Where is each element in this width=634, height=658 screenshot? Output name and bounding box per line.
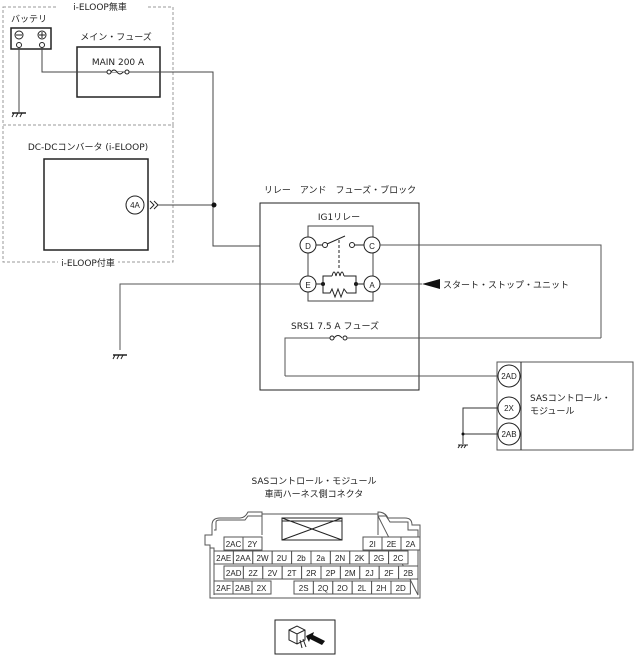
connector-pin-2w: 2W	[257, 554, 269, 563]
relay-label: IG1リレー	[318, 213, 360, 223]
connector-pin-2f: 2F	[384, 569, 393, 578]
connector-pin-2aa: 2AA	[236, 554, 252, 563]
terminal-c: C	[369, 242, 375, 251]
connector-title-line2: 車両ハーネス側コネクタ	[265, 488, 364, 500]
connector-pin-2a: 2A	[406, 540, 416, 549]
sas-terminal-2ab: 2AB	[501, 430, 516, 439]
connector-pin-2v: 2V	[268, 569, 278, 578]
srs-fuse-icon	[329, 335, 348, 341]
dcdc-box	[43, 158, 149, 251]
relay-block-label: リレー アンド フューズ・ブロック	[264, 184, 416, 196]
connector-title-line1: SASコントロール・モジュール	[251, 477, 376, 487]
connector-pin-2c: 2C	[393, 554, 403, 563]
connector-pin-cell	[398, 565, 419, 580]
connector-icon	[149, 200, 159, 210]
battery-icon	[10, 27, 52, 50]
relay-coil-icon	[316, 271, 364, 299]
terminal-d: D	[305, 242, 311, 251]
connector-key-icon	[281, 517, 343, 541]
main-fuse-label: メイン・フューズ	[80, 31, 152, 43]
dcdc-terminal-4a: 4A	[130, 201, 140, 210]
relay-switch-icon	[316, 235, 364, 270]
connector-pin-2j: 2J	[365, 569, 373, 578]
battery-label: バッテリ	[11, 14, 47, 25]
connector-pin-2ab: 2AB	[235, 584, 250, 593]
main-fuse-icon	[106, 69, 130, 75]
start-stop-label: スタート・ストップ・ユニット	[443, 280, 569, 291]
srs-fuse-label: SRS1 7.5 A フューズ	[291, 320, 379, 332]
connector-pin-2m: 2M	[345, 569, 356, 578]
connector-pin-2ac: 2AC	[226, 540, 242, 549]
connector-pin-2ad: 2AD	[226, 569, 242, 578]
sas-label-line2: モジュール	[530, 407, 574, 417]
connector-pin-cell	[251, 580, 272, 595]
connector-pin-2g: 2G	[374, 554, 385, 563]
arrow-icon	[422, 279, 440, 289]
connector-pin-2y: 2Y	[248, 540, 258, 549]
ground-icon	[11, 112, 26, 118]
connector-pin-2b: 2b	[297, 554, 306, 563]
connector-pin-2u: 2U	[277, 554, 287, 563]
connector-pin-2af: 2AF	[216, 584, 231, 593]
main-fuse-rating: MAIN 200 A	[92, 58, 145, 68]
no-eloop-label: i-ELOOP無車	[73, 1, 127, 13]
ground-icon	[457, 444, 468, 449]
connector-pin-cell	[388, 550, 409, 565]
dcdc-label: DC-DCコンバータ (i-ELOOP)	[28, 142, 148, 153]
sas-terminal-2x: 2X	[504, 404, 514, 413]
connector-view-icon	[274, 619, 336, 655]
connector-pin-2b: 2B	[403, 569, 413, 578]
connector-pin-2o: 2O	[337, 584, 348, 593]
junction-dot	[211, 202, 217, 208]
connector-pin-2s: 2S	[299, 584, 309, 593]
sas-label-line1: SASコントロール・	[530, 394, 611, 404]
terminal-e: E	[305, 281, 310, 290]
connector-pin-2t: 2T	[287, 569, 296, 578]
connector-pin-2p: 2P	[326, 569, 336, 578]
connector-pin-2n: 2N	[335, 554, 345, 563]
connector-outline	[204, 511, 421, 599]
connector-pin-2q: 2Q	[318, 584, 329, 593]
connector-pin-2d: 2D	[396, 584, 406, 593]
connector-pin-cell	[400, 536, 421, 551]
connector-pin-2k: 2K	[355, 554, 365, 563]
connector-pin-2ae: 2AE	[216, 554, 231, 563]
connector-pin-2e: 2E	[387, 540, 397, 549]
relay-block-box	[259, 202, 420, 391]
sas-terminal-2ad: 2AD	[501, 372, 517, 381]
connector-pin-2x: 2X	[257, 584, 267, 593]
connector-pin-2z: 2Z	[248, 569, 257, 578]
connector-pin-2l: 2L	[357, 584, 366, 593]
connector-pin-2h: 2H	[376, 584, 386, 593]
connector-pin-2i: 2I	[369, 540, 376, 549]
ground-icon	[112, 354, 127, 360]
with-eloop-label: i-ELOOP付車	[61, 257, 115, 269]
connector-pin-2a: 2a	[316, 554, 325, 563]
connector-pin-cell	[242, 536, 263, 551]
terminal-a: A	[369, 281, 375, 290]
connector-pin-2r: 2R	[306, 569, 316, 578]
sas-module-box	[496, 361, 634, 451]
connector-pin-cell	[390, 580, 411, 595]
